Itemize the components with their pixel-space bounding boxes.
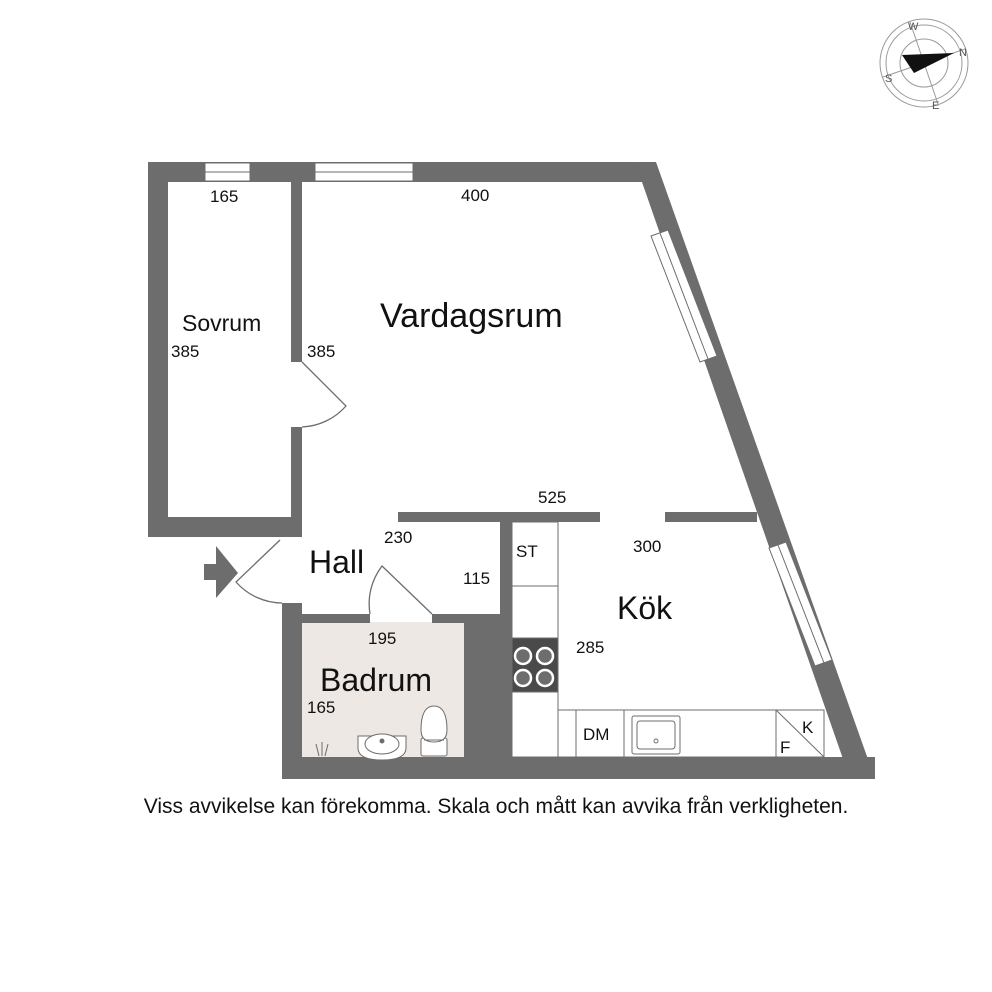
doors <box>235 361 433 615</box>
compass-s: S <box>885 73 892 85</box>
label-dishwasher: DM <box>583 725 609 744</box>
entrance-arrow-icon <box>204 546 238 598</box>
room-label-badrum: Badrum <box>320 662 432 698</box>
burner-icon <box>535 668 555 688</box>
toilet-icon <box>420 705 448 743</box>
door-sovrum <box>301 361 347 428</box>
dim-vardagsrum-length: 385 <box>307 342 335 361</box>
floor-drain-icon <box>315 742 329 757</box>
compass-icon: N E S W <box>879 18 969 112</box>
door-badrum <box>368 565 433 615</box>
fridge-freezer-unit <box>775 709 825 758</box>
sink-counter <box>623 709 777 758</box>
room-label-kok: Kök <box>617 590 673 626</box>
burner-icon <box>535 646 555 666</box>
disclaimer-text: Viss avvikelse kan förekomma. Skala och … <box>143 795 849 818</box>
dim-badrum-length: 165 <box>307 698 335 717</box>
compass-needle <box>902 53 954 73</box>
dim-kok-length: 285 <box>576 638 604 657</box>
dim-sovrum-length: 385 <box>171 342 199 361</box>
compass-n: N <box>959 47 967 59</box>
dim-vardagsrum-width: 400 <box>461 186 489 205</box>
door-entrance <box>235 539 283 604</box>
stove-burners <box>513 646 555 688</box>
kitchen-sink <box>631 715 681 755</box>
label-storage: ST <box>516 542 538 561</box>
label-freezer: F <box>780 738 790 757</box>
dim-sovrum-width: 165 <box>210 187 238 206</box>
interior-walls <box>291 182 757 758</box>
burner-icon <box>513 668 533 688</box>
room-label-vardagsrum: Vardagsrum <box>380 297 563 335</box>
compass-w: W <box>908 21 919 33</box>
windows <box>204 162 833 667</box>
dim-kok-width: 525 <box>538 488 566 507</box>
dim-badrum-width: 195 <box>368 629 396 648</box>
dim-hall-width: 230 <box>384 528 412 547</box>
dim-hall-length: 115 <box>463 569 490 588</box>
room-label-sovrum: Sovrum <box>182 310 261 336</box>
bathroom-fixtures <box>357 705 448 761</box>
room-label-hall: Hall <box>309 544 364 580</box>
label-fridge: K <box>802 718 814 737</box>
burner-icon <box>513 646 533 666</box>
dim-kok-inner: 300 <box>633 537 661 556</box>
counter-left <box>511 585 559 639</box>
compass-e: E <box>932 100 939 112</box>
